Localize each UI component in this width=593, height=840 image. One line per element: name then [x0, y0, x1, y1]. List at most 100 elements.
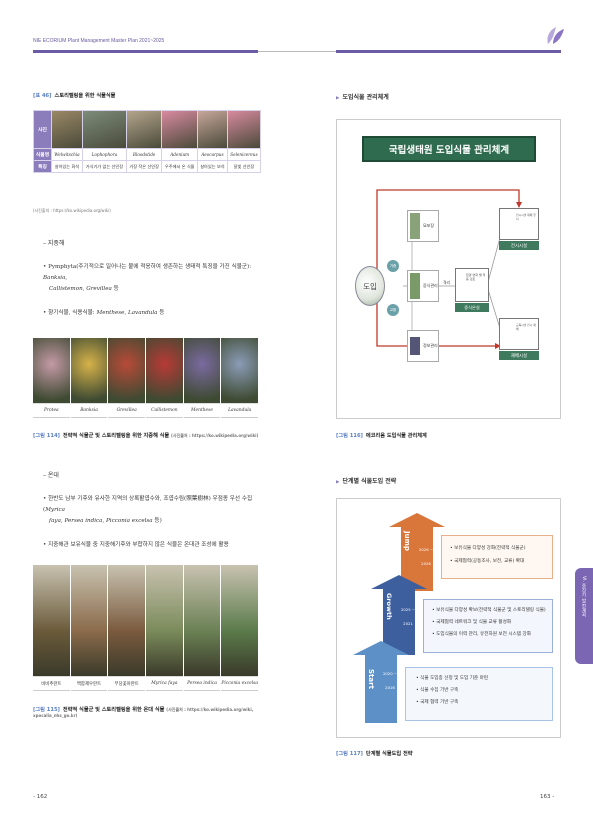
strategy-diagram: Jump 2026 ~ 2026 • 보유식물 다양성 강화(전략적 식물군) …: [336, 498, 561, 738]
plant-photo: [226, 110, 262, 149]
plant-photo: [161, 110, 198, 149]
photo-label: Persea indica: [183, 676, 221, 691]
nursery-photo: [410, 213, 420, 239]
cultivation-box: 교육시설 전시 재배: [499, 318, 539, 350]
row-header-feature: 특징: [33, 160, 52, 173]
strategy-item: • 식물 수집 기반 구축: [416, 688, 459, 693]
table-row: 특징 살아있는 화석 거식기가 없는 선인장 거장 작은 선인장 우주에서 온 …: [33, 160, 262, 173]
photo-cell: Persea indica: [183, 565, 222, 691]
photo-cell: Banksia: [70, 338, 109, 418]
strategy-item: • 식물 도입종 선정 및 도입 기준 마련: [416, 676, 489, 681]
bullet-evergreen: • 한반도 남부 기후와 유사한 지역의 상록활엽수와, 조엽수림(照葉樹林) …: [43, 496, 253, 524]
plant-photo: [51, 110, 83, 149]
propagation-box: 증식관리: [407, 270, 439, 302]
photo-label: Myrica faya: [146, 676, 183, 691]
header-bar-right: [336, 50, 561, 53]
photo-label: 비비추란트: [33, 676, 70, 691]
stage-start-panel: • 식물 도입종 선정 및 도입 기준 마련 • 식물 수집 기반 구축 • 국…: [405, 667, 553, 721]
table-row: 식물명 Welwitschia Lophophora Bloodstide Ad…: [33, 148, 262, 161]
exchange-badge: 교환: [387, 304, 399, 316]
photo-label: Lavandula: [221, 403, 259, 418]
figure-117-caption: [그림 117]단계별 식물도입 전략: [336, 751, 413, 757]
stage-jump-years: 2026 ~ 2026: [418, 547, 434, 566]
propagation-photo: [410, 273, 420, 299]
table-caption: [표 46]스토리텔링을 위한 식물식물: [33, 92, 115, 99]
photo-cell: Menthese: [183, 338, 222, 418]
photo-label: Grevillea: [108, 403, 146, 418]
plant-photo: [81, 110, 127, 149]
table-cell: 거식기가 없는 선인장: [81, 160, 127, 173]
table-cell: 거장 작은 선인장: [125, 160, 163, 173]
plant-photo: [196, 110, 228, 149]
greenhouse-label: 중식온실: [455, 303, 489, 312]
table-cell: Welwitschia: [51, 148, 83, 161]
cultivation-label: 재배시설: [499, 351, 539, 360]
photo-cell: Lavandula: [221, 338, 260, 418]
photo-label: Picconia excelsa: [221, 676, 259, 691]
table-cell: Adenium: [161, 148, 198, 161]
table-source: (사진출처 : https://ko.wikipedia.org/wiki): [33, 208, 111, 213]
page-number-right: 163 -: [540, 794, 555, 800]
photo-label: Menthese: [183, 403, 221, 418]
strategy-item: • 국제 협력 기반 구축: [416, 700, 459, 705]
table-cell: 달빛 선인장: [226, 160, 262, 173]
nursery-box: 묘포장: [407, 210, 439, 242]
photo-cell: 백합제우란트: [70, 565, 109, 691]
photo-label: 무당꽃야란트: [108, 676, 146, 691]
figure-115-caption: [그림 115]전략적 식물군 및 스토리텔링을 위한 온대 식물 (사진출처 …: [33, 707, 254, 718]
mediterranean-photo-strip: Protea Banksia Grevillea Callistemon Men…: [33, 338, 260, 418]
photo-cell: Picconia excelsa: [221, 565, 260, 691]
chapter-side-tab[interactable]: VI. 중장기 발전계획: [575, 568, 593, 664]
temperate-photo-strip: 비비추란트 백합제우란트 무당꽃야란트 Myrica faya Persea i…: [33, 565, 260, 691]
row-header-photo: 사진: [33, 110, 52, 149]
section-heading-temperate: – 온대: [43, 472, 59, 479]
row-header-name: 식물명: [33, 148, 52, 161]
propagation-greenhouse-box: 환경 변화 별 적응 검토: [455, 268, 489, 302]
table-cell: Bloodstide: [125, 148, 163, 161]
chapter-side-tab-label: VI. 중장기 발전계획: [581, 576, 586, 618]
photo-label: Protea: [33, 403, 70, 418]
strategy-item: • 국제협력(공동조사, 보전, 교류) 확대: [450, 559, 525, 564]
photo-cell: Protea: [33, 338, 71, 418]
table-caption-number: [표 46]: [33, 93, 52, 99]
table-cell: 살아있는 보석: [196, 160, 228, 173]
header-title: NIE ECORIUM Plant Management Master Plan…: [33, 38, 165, 44]
table-cell: Selenicereus: [226, 148, 262, 161]
exhibition-box: 전시시설 재배 유지: [499, 208, 539, 240]
management-diagram: 국립생태원 도입식물 관리체계 도입 기증 교환 묘포장 증식관리 정보관리 격…: [336, 119, 561, 419]
photo-label: Banksia: [70, 403, 108, 418]
photo-cell: Callistemon: [146, 338, 184, 418]
growth-arrow-shape: [371, 575, 427, 655]
bullet-pyrophyta: • Pymphyta(주기적으로 일어나는 불에 적응하여 생존하는 생태적 특…: [43, 264, 252, 292]
header-divider: [258, 51, 336, 52]
photo-cell: 무당꽃야란트: [108, 565, 147, 691]
exhibition-label: 전시시설: [499, 241, 539, 250]
leaf-logo-icon: [547, 27, 564, 44]
donation-badge: 기증: [387, 260, 399, 272]
table-cell: 살아있는 화석: [51, 160, 83, 173]
bullet-aromatic: • 향기식물, 식용식물: Menthese, Lavandula 등: [43, 310, 165, 316]
photo-label: 백합제우란트: [70, 676, 108, 691]
plant-table: 사진 식물명 Welwitschia Lophophora Bloodstide…: [33, 110, 262, 173]
bullet-mediterranean-reuse: • 지중해관 보유식물 중 지중해기후와 부합하지 않은 식물은 온대관 조성에…: [43, 542, 229, 548]
section-heading-strategy: 단계별 식물도입 전략: [336, 476, 396, 485]
table-cell: Lophophora: [81, 148, 127, 161]
photo-cell: 비비추란트: [33, 565, 71, 691]
photo-cell: Myrica faya: [146, 565, 184, 691]
stage-start-name: Start: [367, 669, 375, 689]
info-box: 정보관리: [407, 330, 439, 362]
strategy-item: • 보유식물 다양성 확보(전략적 식물군 및 스토리텔링 식물): [432, 608, 546, 613]
computer-icon: [410, 337, 420, 355]
stage-growth-panel: • 보유식물 다양성 확보(전략적 식물군 및 스토리텔링 식물) • 국제협력…: [423, 599, 553, 653]
start-arrow-shape: [353, 641, 409, 723]
strategy-item: • 국제협력 네트워크 및 식물 교류 활성화: [432, 620, 512, 625]
table-row: 사진: [33, 110, 262, 149]
strategy-item: • 보유식물 다양성 강화(전략적 식물군): [450, 546, 526, 551]
table-cell: Aeocarpus: [196, 148, 228, 161]
table-cell: 우주에서 온 식물: [161, 160, 198, 173]
section-heading-management: 도입식물 관리체계: [336, 92, 388, 101]
jump-arrow-shape: [389, 513, 445, 591]
stage-growth-name: Growth: [385, 593, 393, 620]
isolation-label: 격리: [443, 280, 450, 285]
section-heading-mediterranean: – 지중해: [43, 240, 65, 247]
